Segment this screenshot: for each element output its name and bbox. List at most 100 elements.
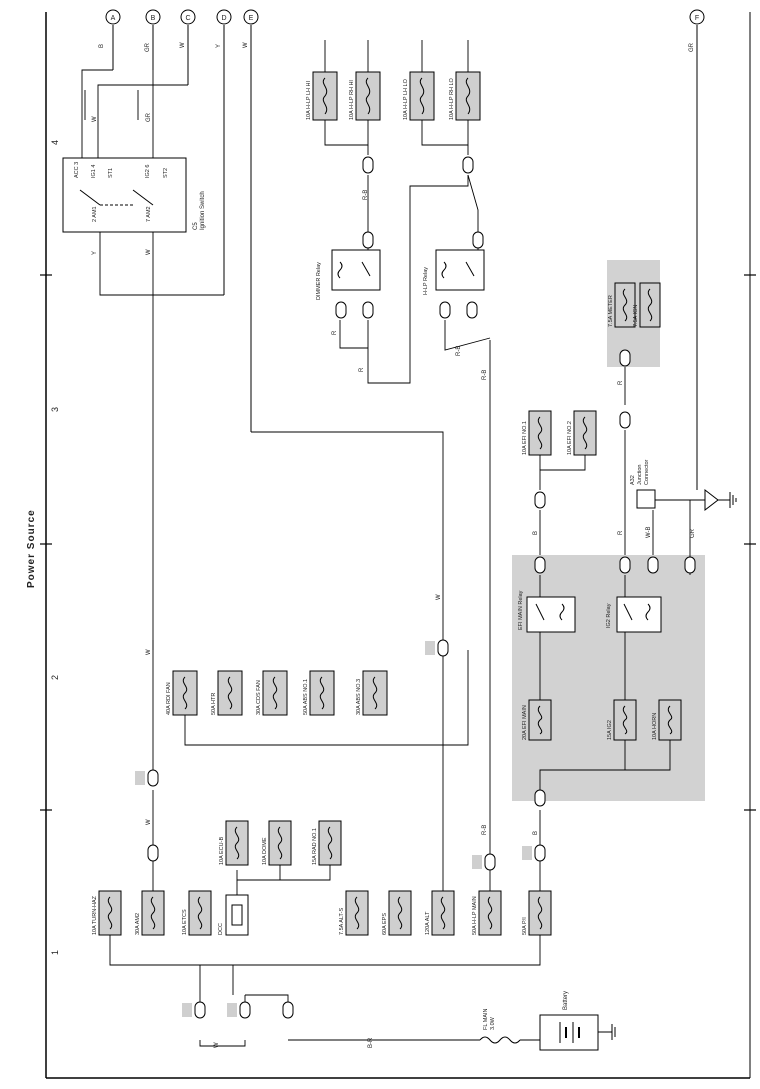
fuse-50a-p-i: 50A P/I [522,890,552,936]
fuse-label: 10A ECU-B [219,837,225,865]
connector-w-2 [135,769,159,787]
connector-tag [522,846,532,860]
connector-body [282,1001,294,1019]
label-r-meter: R [618,380,624,385]
fuse-7-5a-alt-s: 7.5A ALT-S [339,890,369,936]
fuse-15a-rad-no-1: 15A RAD NO.1 [312,820,342,866]
fuse-10a-dome: 10A DOME [262,820,292,866]
fuse-label: 10A H-LP LH LO [403,78,409,120]
fuse-40a-rdi-fan: 40A RDI FAN [166,670,198,716]
fuse-15a-ig2: 15A IG2 [607,699,637,741]
connector-tag [227,1003,237,1017]
grid-number-2: 2 [50,675,60,680]
fuse-element-icon [277,826,283,860]
dcc-element-icon [231,904,243,926]
connector-dimmer-2 [362,301,374,319]
connector-w-1 [147,844,159,862]
fuse-label: 7.5A METER [608,295,614,327]
terminal-row: A B C D E F [105,9,705,490]
fuse-label: 50A H-LP MAIN [472,896,478,935]
fuse-label: 15A IG2 [607,720,613,740]
fuse-element-icon [107,896,113,930]
fusible-link: FL MAIN 3.0W [479,1008,521,1044]
connector-b [522,844,546,862]
junction-connector: A32 Junction Connector [630,459,656,509]
fuse-7-5a-ign: 7.5A IGN [633,282,661,328]
connector-body [362,301,374,319]
grid-number-4: 4 [50,140,60,145]
fuse-label: 7.5A ALT-S [339,908,345,935]
dcc-body [225,894,249,936]
fuse-label: 10A HORN [652,713,658,740]
connector-body [147,844,159,862]
connector-dimmer-1 [335,301,347,319]
fuse-120a-alt: 120A ALT [425,890,455,936]
wire-color-y: Y [216,44,222,48]
efi-main-relay-label: EFI MAIN Relay [518,590,524,630]
hlp-relay-label: H-LP Relay [423,267,429,295]
fuse-20a-efi-main: 20A EFI MAIN [522,699,552,741]
ignition-switch-box [62,157,187,233]
connector-tag [472,855,482,869]
fuse-label: 7.5A IGN [633,305,639,327]
connector-body [619,411,631,429]
ignition-wires [81,69,224,770]
fuse-label: 50A HTR [211,693,217,715]
connector-body [335,301,347,319]
fuse-label: 30A ABS NO.3 [356,679,362,715]
fuse-30a-abs-no-3: 30A ABS NO.3 [356,670,388,716]
fuse-element-icon [647,288,653,322]
dimmer-relay-label: DIMMER Relay [316,262,322,300]
fuse-50a-abs-no-1: 50A ABS NO.1 [303,670,335,716]
connector-body [534,556,546,574]
label-rb-relay: R-B [456,346,462,356]
ignition-switch-name: Ignition Switch [200,191,206,230]
fuse-10a-turn-haz: 10A TURN-HAZ [92,890,122,936]
connector-ig2-out [619,556,631,574]
connector-efi-out [534,556,546,574]
pin-am2: 7 AM2 [146,206,152,222]
fuse-label: 50A ABS NO.1 [303,679,309,715]
connector-hlp-2 [462,156,474,174]
fuse-10a-etcs: 10A ETCS [182,890,212,936]
main-bus [109,340,705,1047]
label-w-a: W [146,819,152,825]
connector-body [194,1001,206,1019]
switch-contact-1 [79,189,101,206]
fuse-label: 50A P/I [522,917,528,935]
label-b-main: B [533,831,539,835]
terminal-c-label: C [185,15,190,22]
fuse-10a-ecu-b: 10A ECU-B [219,820,249,866]
connector-tag [425,641,435,655]
wire-color-gr: GR [145,42,151,52]
fuse-element-icon [622,288,628,322]
fuse-element-icon [327,826,333,860]
fuse-label: 20A EFI MAIN [522,705,528,740]
wire-color-b: B [99,44,105,48]
connector-hlp-top [472,231,484,249]
label-w-b: W [214,1042,220,1048]
fuse-60a-eps: 60A EPS [382,890,412,936]
connector-body [147,769,159,787]
fuse-10a-h-lp-lh-hi: 10A H-LP LH HI [306,71,338,121]
terminal-e: E [243,9,259,432]
fuse-element-icon [537,705,543,735]
label-r-1: R [332,330,338,335]
wire-color-gr2: GR [689,42,695,52]
fuse-dcc: DCC [218,894,249,936]
fuse-label: 10A EFI NO.2 [567,421,573,455]
pin-ig1: IG1 4 [91,165,97,178]
wire-color-w: W [180,42,186,48]
connector-body [484,853,496,871]
connector-efi-top [534,491,546,509]
fuse-element-icon [227,676,233,710]
terminal-d-label: D [221,15,226,22]
label-wb: W-B [646,526,652,538]
pin-st1: ST1 [108,168,114,178]
switch-wire-gr: GR [146,112,152,122]
connector-body [466,301,478,319]
b-wire-color: W [146,649,152,655]
e-wire-color: W [436,594,442,600]
